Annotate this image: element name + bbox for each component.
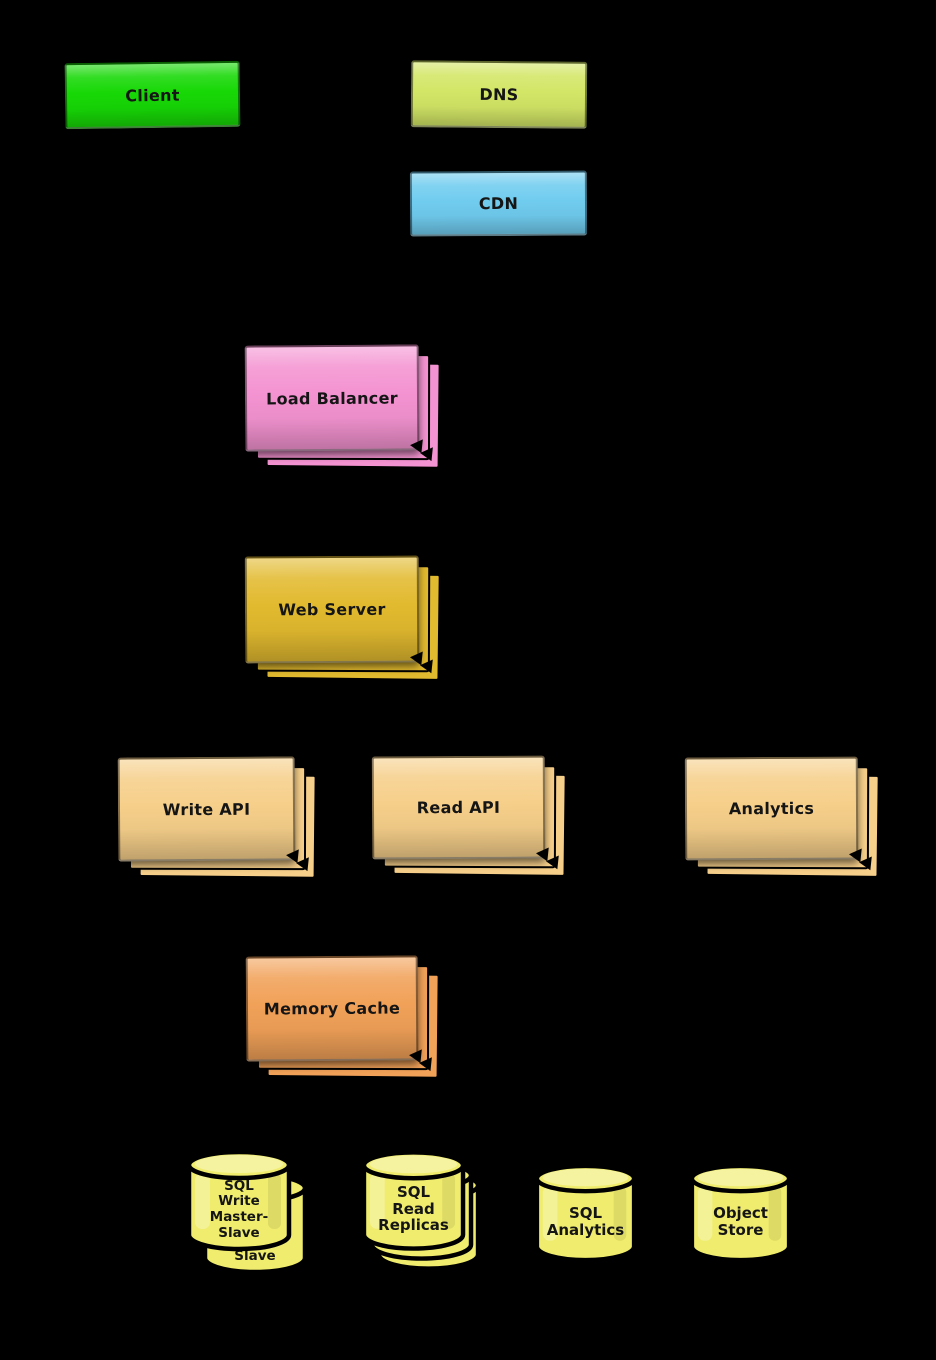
object-store-cylinder: Object Store bbox=[688, 1163, 793, 1264]
web-server-label: Web Server bbox=[278, 599, 386, 620]
database-cylinder-icon bbox=[689, 1163, 792, 1263]
client-label: Client bbox=[125, 85, 180, 105]
database-label: SQL Write Master- Slave bbox=[209, 1177, 269, 1241]
client-node: Client bbox=[64, 60, 241, 130]
cdn-label: CDN bbox=[478, 193, 519, 214]
dns-box: DNS bbox=[410, 60, 588, 129]
write-api-label: Write API bbox=[162, 799, 251, 819]
memory-cache-box: Memory Cache bbox=[245, 955, 419, 1062]
dns-node: DNS bbox=[410, 60, 588, 129]
database-cylinder-icon bbox=[361, 1150, 466, 1251]
database-cylinder-icon bbox=[534, 1163, 637, 1263]
dns-label: DNS bbox=[479, 84, 519, 105]
sql-read-replicas-group: SQL Read Replicas bbox=[360, 1149, 481, 1271]
load-balancer-box: Load Balancer bbox=[244, 344, 420, 452]
write-api-box: Write API bbox=[117, 756, 296, 862]
memory-cache-label: Memory Cache bbox=[263, 998, 401, 1019]
memory-cache-node: Memory Cache bbox=[245, 955, 440, 1081]
read-api-box: Read API bbox=[371, 755, 546, 860]
read-api-label: Read API bbox=[416, 797, 501, 818]
cdn-node: CDN bbox=[409, 170, 588, 237]
sql-analytics-group: SQL Analytics bbox=[531, 1163, 640, 1264]
database-label: SQL Analytics bbox=[546, 1203, 625, 1239]
database-label: SQL Read Replicas bbox=[378, 1182, 449, 1235]
sql-write-master-slave-cylinder: SQL Write Master- Slave bbox=[185, 1149, 293, 1253]
read-api-node: Read API bbox=[371, 755, 567, 879]
web-server-node: Web Server bbox=[244, 555, 441, 683]
database-cylinder-icon bbox=[186, 1149, 292, 1252]
database-label: Object Store bbox=[713, 1203, 768, 1239]
write-api-node: Write API bbox=[117, 756, 317, 881]
analytics-label: Analytics bbox=[728, 798, 815, 819]
object-store-group: Object Store bbox=[688, 1163, 793, 1264]
load-balancer-node: Load Balancer bbox=[244, 344, 441, 471]
sql-write-master-slave-group: SQL Write Master- Slave SQL Write Master… bbox=[185, 1149, 308, 1275]
sql-analytics-cylinder: SQL Analytics bbox=[531, 1163, 640, 1264]
analytics-node: Analytics bbox=[684, 756, 880, 880]
load-balancer-label: Load Balancer bbox=[266, 388, 398, 408]
cdn-box: CDN bbox=[409, 170, 588, 237]
client-box: Client bbox=[64, 60, 241, 130]
web-server-box: Web Server bbox=[244, 555, 420, 664]
analytics-box: Analytics bbox=[684, 756, 859, 861]
sql-read-replicas-cylinder: SQL Read Replicas bbox=[360, 1149, 467, 1253]
